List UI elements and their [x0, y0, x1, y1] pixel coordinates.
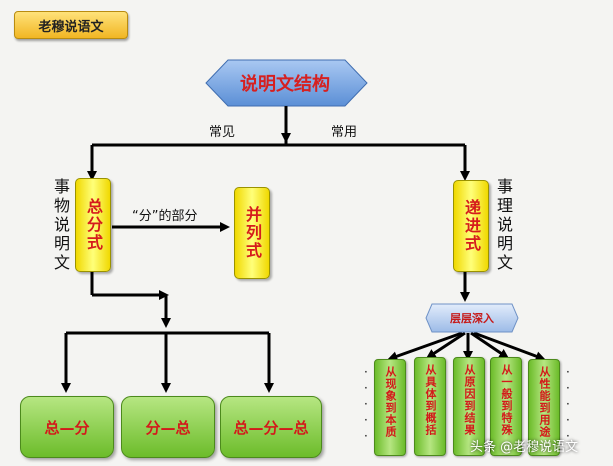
layered-label: 层层深入: [450, 312, 494, 325]
left-child-2: 分—总: [121, 396, 215, 458]
node-binglie: 并列式: [234, 187, 270, 279]
watermark: 头条 @老穆说语文: [470, 440, 579, 455]
node-zongfen: 总分式: [75, 178, 111, 272]
node-dijin-label: 递进式: [462, 199, 481, 253]
left-child-1: 总—分: [20, 396, 114, 458]
right-child-2-label: 从具体到概括: [424, 364, 437, 436]
root-hexagon: [205, 59, 368, 107]
right-child-4-label: 从一般到特殊: [500, 364, 513, 436]
right-child-3: 从原因到结果: [453, 357, 485, 456]
label-parts-relation: “分”的部分: [132, 209, 198, 224]
label-common-left: 常见: [209, 125, 236, 140]
layered-bubble: [425, 303, 519, 333]
right-child-4: 从一般到特殊: [490, 357, 522, 456]
node-zongfen-label: 总分式: [84, 198, 103, 252]
right-child-1: 从现象到本质: [374, 359, 406, 456]
bullet-dots-left: ·····: [364, 365, 368, 443]
right-child-5-label: 从性能到用途: [538, 366, 551, 438]
right-child-1-label: 从现象到本质: [384, 366, 397, 438]
left-child-3: 总—分—总: [220, 396, 322, 458]
node-binglie-label: 并列式: [243, 206, 262, 260]
label-common-right: 常用: [331, 125, 358, 140]
right-child-3-label: 从原因到结果: [463, 364, 476, 436]
root-title: 说明文结构: [240, 74, 330, 95]
right-child-2: 从具体到概括: [414, 357, 446, 456]
left-category: 事物说明文: [51, 178, 70, 273]
brand-badge: 老穆说语文: [14, 11, 128, 39]
node-dijin: 递进式: [453, 180, 489, 272]
right-category: 事理说明文: [494, 178, 513, 273]
bullet-dots-right: ·····: [566, 365, 570, 443]
right-child-5: 从性能到用途: [528, 359, 560, 456]
